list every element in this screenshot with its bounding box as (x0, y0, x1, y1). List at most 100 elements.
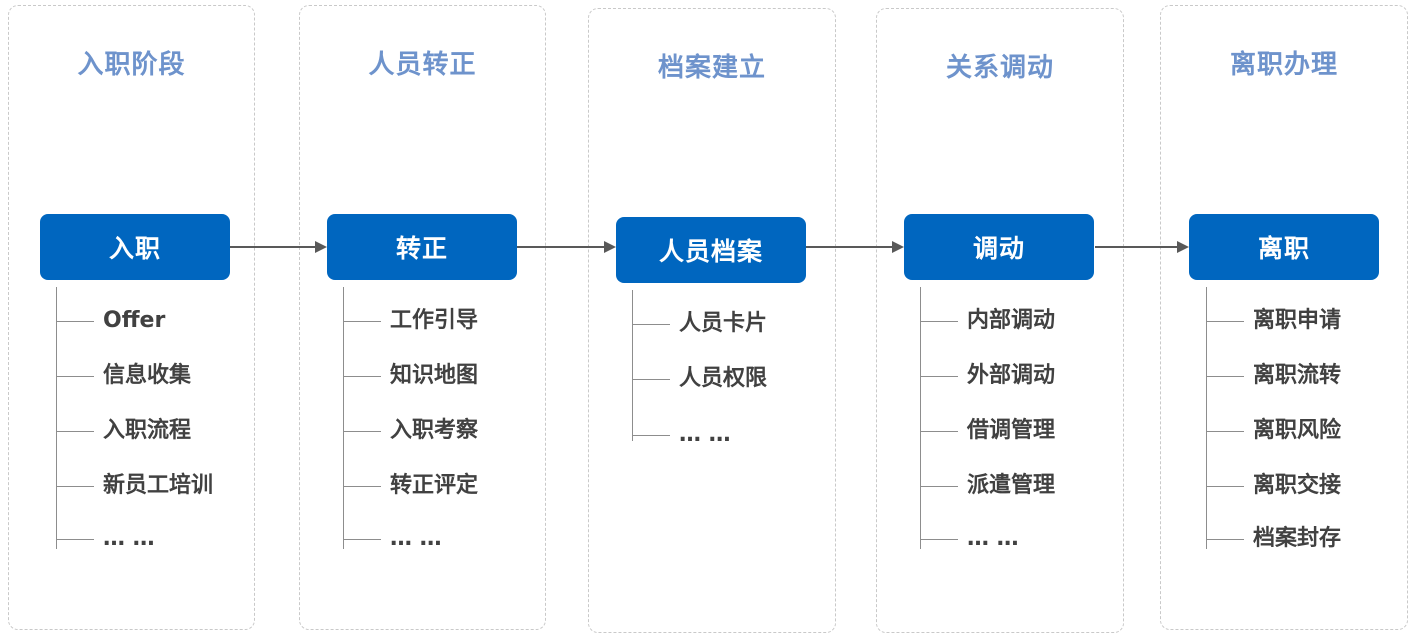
stage-column-archive: 档案建立 (588, 8, 836, 633)
list-item: 信息收集 (56, 361, 276, 391)
list-item: 离职申请 (1206, 306, 1416, 336)
tree-branch (344, 486, 381, 487)
flow-arrow (230, 241, 327, 253)
list-item-label: … … (967, 526, 1019, 551)
flow-arrow (806, 241, 904, 253)
tree-branch (57, 486, 94, 487)
tree-branch (1207, 431, 1244, 432)
list-item: 借调管理 (920, 416, 1140, 446)
tree-trunk (1206, 287, 1207, 549)
arrow-line (517, 246, 606, 248)
list-item-label: 人员权限 (679, 366, 768, 391)
tree-branch (57, 321, 94, 322)
stage-column-transfer: 关系调动 (876, 8, 1124, 633)
tree-trunk (920, 287, 921, 549)
stage-title: 人员转正 (368, 50, 477, 80)
tree-branch (633, 435, 670, 436)
main-step-transfer: 调动 (904, 214, 1094, 280)
list-item: 离职风险 (1206, 416, 1416, 446)
list-item: 知识地图 (343, 361, 563, 391)
list-item: 内部调动 (920, 306, 1140, 336)
list-item: 离职流转 (1206, 361, 1416, 391)
tree-trunk (56, 287, 57, 549)
sub-step-tree-archive: 人员卡片 人员权限 … … (632, 290, 852, 447)
stage-title: 入职阶段 (77, 50, 186, 80)
tree-trunk (343, 287, 344, 549)
list-item-label: Offer (103, 308, 166, 333)
list-item-label: 借调管理 (967, 418, 1056, 443)
list-item-label: 转正评定 (390, 473, 479, 498)
tree-branch (344, 431, 381, 432)
flow-arrow (517, 241, 616, 253)
list-item-label: 入职考察 (390, 418, 479, 443)
list-item-label: 离职申请 (1253, 308, 1342, 333)
tree-branch (344, 539, 381, 540)
list-item-label: 内部调动 (967, 308, 1056, 333)
sub-step-tree-resignation: 离职申请 离职流转 离职风险 离职交接 档案封存 (1206, 287, 1416, 551)
stage-title: 关系调动 (945, 53, 1054, 83)
list-item-label: 信息收集 (103, 363, 192, 388)
list-item-label: 工作引导 (390, 308, 479, 333)
arrow-line (230, 246, 317, 248)
tree-branch (633, 379, 670, 380)
list-item: 人员权限 (632, 364, 852, 394)
list-item-label: 外部调动 (967, 363, 1056, 388)
arrow-line (1095, 246, 1179, 248)
tree-branch (1207, 321, 1244, 322)
list-item: 人员卡片 (632, 309, 852, 339)
stage-title: 档案建立 (657, 53, 766, 83)
stage-column-confirmation: 人员转正 (299, 5, 546, 630)
list-item: Offer (56, 306, 276, 336)
list-item-label: … … (103, 526, 155, 551)
sub-step-tree-confirmation: 工作引导 知识地图 入职考察 转正评定 … … (343, 287, 563, 551)
list-item-label: 知识地图 (390, 363, 479, 388)
arrow-head-icon (604, 241, 616, 253)
list-item: 外部调动 (920, 361, 1140, 391)
tree-branch (1207, 486, 1244, 487)
main-step-archive: 人员档案 (616, 217, 806, 283)
sub-step-tree-transfer: 内部调动 外部调动 借调管理 派遣管理 … … (920, 287, 1140, 551)
main-step-resignation: 离职 (1189, 214, 1379, 280)
list-item-label: 入职流程 (103, 418, 192, 443)
list-item: … … (56, 524, 276, 554)
list-item: … … (343, 524, 563, 554)
tree-branch (1207, 376, 1244, 377)
list-item: … … (632, 420, 852, 450)
tree-branch (344, 376, 381, 377)
arrow-head-icon (892, 241, 904, 253)
list-item-label: … … (390, 526, 442, 551)
arrow-head-icon (1177, 241, 1189, 253)
arrow-head-icon (315, 241, 327, 253)
list-item: 转正评定 (343, 471, 563, 501)
sub-step-tree-onboarding: Offer 信息收集 入职流程 新员工培训 … … (56, 287, 276, 551)
list-item: 入职流程 (56, 416, 276, 446)
list-item: 离职交接 (1206, 471, 1416, 501)
list-item: 档案封存 (1206, 524, 1416, 554)
stage-column-onboarding: 入职阶段 (8, 5, 255, 630)
tree-branch (921, 486, 958, 487)
list-item-label: 新员工培训 (103, 473, 214, 498)
list-item-label: 派遣管理 (967, 473, 1056, 498)
list-item: … … (920, 524, 1140, 554)
stage-title: 离职办理 (1229, 50, 1338, 80)
tree-branch (921, 431, 958, 432)
list-item-label: 离职流转 (1253, 363, 1342, 388)
list-item-label: 档案封存 (1253, 526, 1342, 551)
tree-branch (57, 431, 94, 432)
list-item-label: 离职风险 (1253, 418, 1342, 443)
tree-branch (633, 324, 670, 325)
list-item-label: … … (679, 422, 731, 447)
tree-trunk (632, 290, 633, 441)
list-item-label: 人员卡片 (679, 311, 768, 336)
flow-arrow (1095, 241, 1189, 253)
tree-branch (57, 539, 94, 540)
main-step-confirmation: 转正 (327, 214, 517, 280)
main-step-onboarding: 入职 (40, 214, 230, 280)
list-item: 工作引导 (343, 306, 563, 336)
tree-branch (921, 376, 958, 377)
tree-branch (921, 321, 958, 322)
arrow-line (806, 246, 894, 248)
tree-branch (1207, 539, 1244, 540)
list-item-label: 离职交接 (1253, 473, 1342, 498)
